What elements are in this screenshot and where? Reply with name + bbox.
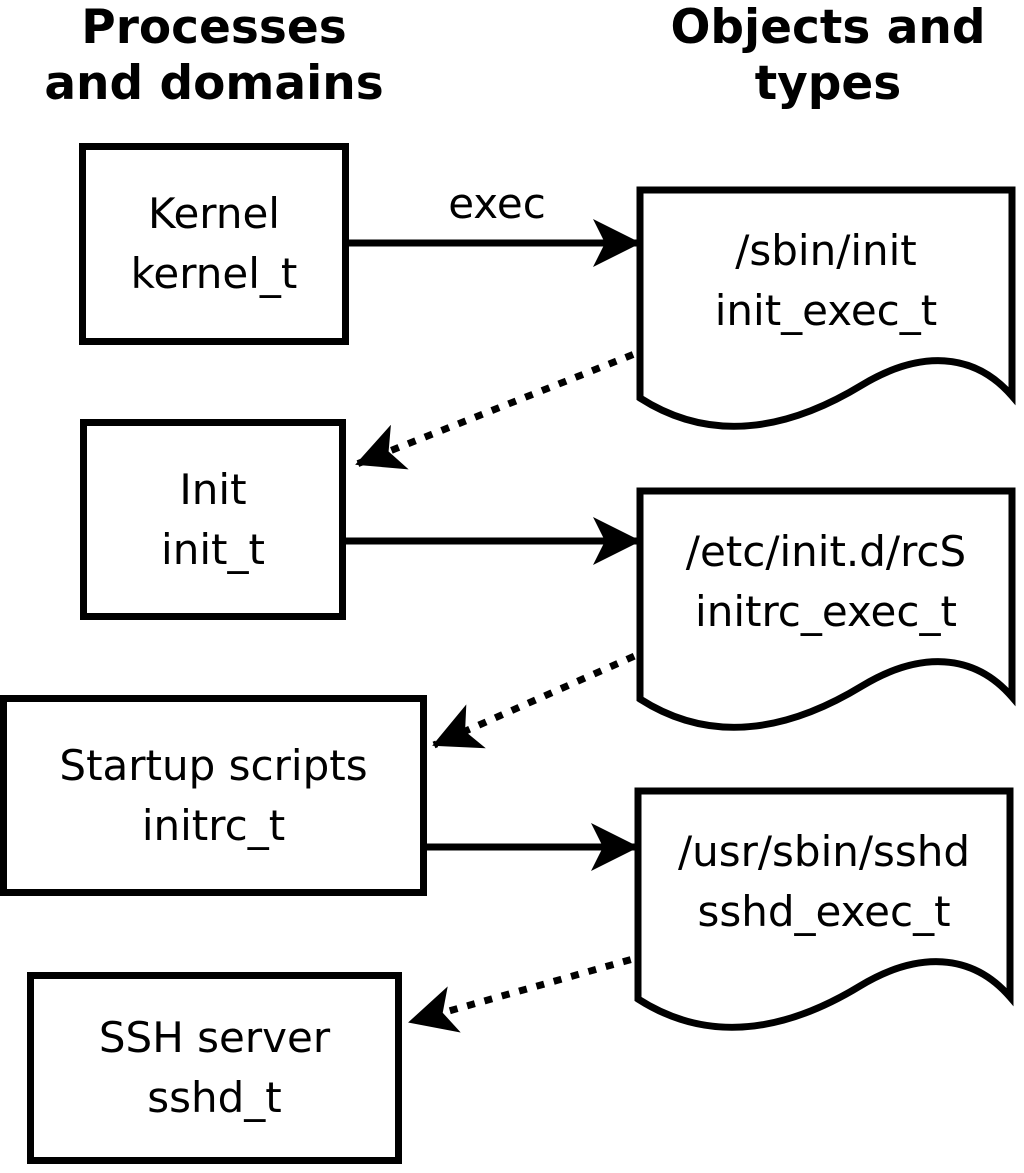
- document-shape-usr-sbin-sshd: [634, 787, 1014, 1031]
- object-doc-usr-sbin-sshd: /usr/sbin/sshd sshd_exec_t: [634, 787, 1018, 1057]
- object-path: /usr/sbin/sshd: [677, 827, 971, 876]
- object-path: /etc/init.d/rcS: [685, 527, 967, 576]
- document-shape-sbin-init: [636, 186, 1016, 430]
- object-doc-etc-initd-rcs: /etc/init.d/rcS initrc_exec_t: [636, 487, 1020, 757]
- object-type: sshd_exec_t: [697, 887, 951, 936]
- header-line: Objects and: [670, 0, 986, 55]
- process-name: Startup scripts: [59, 740, 368, 790]
- process-domain: sshd_t: [147, 1073, 282, 1122]
- object-path: /sbin/init: [735, 226, 917, 275]
- header-line: Processes: [81, 0, 347, 55]
- object-type: init_exec_t: [714, 286, 938, 335]
- column-header-processes: Processes and domains: [24, 0, 404, 112]
- process-domain: kernel_t: [130, 249, 298, 298]
- process-domain: init_t: [161, 524, 265, 574]
- object-type: initrc_exec_t: [695, 587, 957, 636]
- column-header-objects: Objects and types: [638, 0, 1018, 112]
- process-name: Kernel: [148, 189, 280, 238]
- exec-arrow-label: exec: [448, 179, 546, 228]
- process-box-init: Init init_t: [80, 419, 346, 620]
- process-box-startup-scripts: Startup scripts initrc_t: [0, 695, 427, 896]
- transition-arrow-sshdexec-to-sshd: [408, 936, 701, 1033]
- process-domain: initrc_t: [141, 800, 286, 850]
- transition-arrow-initrcexec-to-initrc: [432, 623, 702, 749]
- process-name: Init: [179, 464, 247, 514]
- process-box-kernel: Kernel kernel_t: [79, 143, 349, 345]
- process-name: SSH server: [98, 1013, 331, 1062]
- object-doc-sbin-init: /sbin/init init_exec_t: [636, 186, 1020, 456]
- header-line: and domains: [44, 56, 384, 111]
- process-box-ssh-server: SSH server sshd_t: [27, 972, 402, 1164]
- header-line: types: [754, 56, 902, 111]
- document-shape-etc-initd-rcs: [636, 487, 1016, 731]
